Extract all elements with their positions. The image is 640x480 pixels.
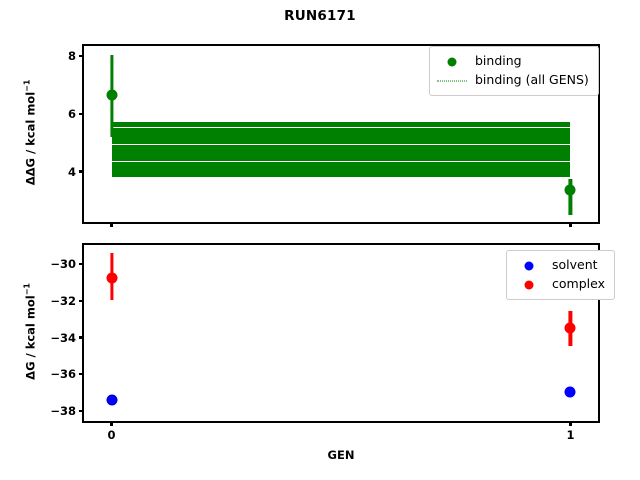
x-axis-tick: [110, 222, 113, 227]
legend-item-complex[interactable]: complex: [514, 275, 605, 294]
y-axis-label-exponent: −1: [22, 283, 32, 296]
binding-all-gens-band-line: [111, 125, 571, 128]
binding-all-gens-band-line: [111, 173, 571, 176]
data-point-marker[interactable]: [564, 322, 576, 334]
top-plot-legend[interactable]: binding binding (all GENS): [429, 46, 599, 96]
binding-all-gens-band-line: [111, 149, 571, 152]
binding-all-gens-band-line: [111, 142, 571, 145]
data-point-marker[interactable]: [564, 386, 576, 398]
binding-all-gens-band-line: [111, 159, 571, 162]
binding-all-gens-band-line: [111, 127, 571, 130]
y-axis-tick-label: −30: [50, 257, 76, 272]
binding-all-gens-band-line: [111, 144, 571, 147]
binding-all-gens-band-line: [111, 129, 571, 131]
bottom-y-axis-label: ΔG / kcal mol−1: [22, 283, 38, 380]
y-axis-tick: [79, 170, 84, 173]
y-axis-label-exponent: −1: [22, 79, 32, 92]
legend-label-complex: complex: [552, 276, 605, 292]
y-axis-tick: [79, 409, 84, 412]
binding-all-gens-band-line: [111, 141, 571, 143]
solvent-marker-icon: [514, 259, 544, 273]
y-axis-tick-label: −38: [50, 403, 76, 418]
binding-all-gens-band-line: [111, 132, 571, 135]
legend-label-solvent: solvent: [552, 257, 598, 273]
y-axis-tick: [79, 336, 84, 339]
y-axis-tick: [79, 373, 84, 376]
bottom-plot-data-area: [84, 245, 598, 421]
binding-marker-icon: [437, 55, 467, 69]
complex-marker-icon: [514, 278, 544, 292]
data-point-marker[interactable]: [106, 89, 118, 101]
binding-all-gens-band-line: [111, 161, 571, 164]
y-axis-tick-label: −32: [50, 293, 76, 308]
binding-all-gens-band-line: [111, 136, 571, 138]
data-point-marker[interactable]: [106, 394, 118, 406]
y-axis-tick: [79, 263, 84, 266]
y-axis-tick: [79, 299, 84, 302]
legend-item-binding-all-gens[interactable]: binding (all GENS): [437, 71, 589, 90]
binding-all-gens-band-line: [111, 151, 571, 153]
y-axis-tick: [79, 112, 84, 115]
binding-all-gens-band-line: [111, 146, 571, 148]
x-axis-tick-label: 1: [566, 428, 575, 442]
x-axis-tick: [110, 421, 113, 426]
binding-all-gens-band-line: [111, 154, 571, 157]
binding-all-gens-band-line: [111, 164, 571, 167]
bottom-plot-legend[interactable]: solvent complex: [506, 250, 615, 300]
binding-all-gens-band-line: [111, 139, 571, 142]
binding-all-gens-band-line: [111, 134, 571, 136]
legend-label-binding-all-gens: binding (all GENS): [475, 72, 589, 88]
binding-all-gens-band-line: [111, 130, 571, 133]
y-axis-tick-label: −36: [50, 367, 76, 382]
top-plot-data-area: [84, 46, 598, 222]
binding-all-gens-band-line: [111, 171, 571, 174]
x-axis-tick: [569, 421, 572, 426]
binding-all-gens-band-line: [111, 166, 571, 169]
binding-all-gens-band-line: [111, 122, 571, 125]
y-axis-tick-label: 4: [67, 164, 76, 179]
dotted-line-icon: [437, 74, 467, 88]
error-bar: [568, 178, 573, 215]
x-axis-tick-label: 0: [107, 428, 116, 442]
legend-item-solvent[interactable]: solvent: [514, 256, 605, 275]
legend-item-binding[interactable]: binding: [437, 52, 589, 71]
data-point-marker[interactable]: [564, 184, 576, 196]
binding-all-gens-band-line: [111, 163, 571, 165]
binding-all-gens-band-line: [111, 158, 571, 160]
y-axis-tick-label: −34: [50, 330, 76, 345]
data-point-marker[interactable]: [106, 272, 118, 284]
figure-title: RUN6171: [284, 8, 356, 24]
legend-label-binding: binding: [475, 53, 522, 69]
binding-all-gens-band-line: [111, 170, 571, 172]
x-axis-tick: [569, 222, 572, 227]
binding-all-gens-band-line: [111, 124, 571, 126]
x-axis-label: GEN: [327, 448, 355, 462]
binding-all-gens-band-line: [111, 168, 571, 170]
binding-all-gens-band-line: [111, 153, 571, 155]
y-axis-tick-label: 6: [67, 106, 76, 121]
binding-all-gens-band-line: [111, 137, 571, 140]
y-axis-tick-label: 8: [67, 49, 76, 64]
binding-all-gens-band-line: [111, 147, 571, 150]
binding-all-gens-band-line: [111, 175, 571, 177]
top-y-axis-label: ΔΔG / kcal mol−1: [22, 79, 38, 186]
y-axis-tick: [79, 54, 84, 58]
binding-all-gens-band-line: [111, 156, 571, 159]
